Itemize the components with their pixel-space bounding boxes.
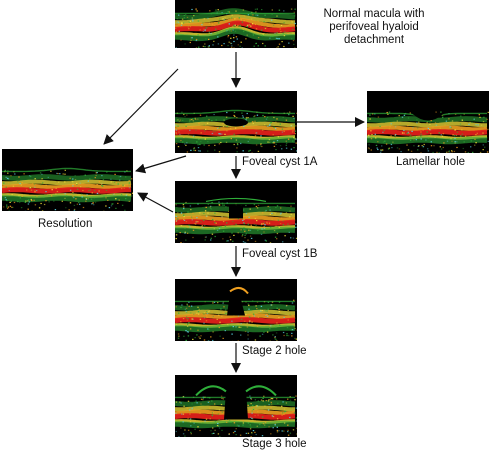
arrow-cyst-1b-to-resolution: [138, 193, 173, 212]
arrow-normal-to-resolution: [104, 69, 178, 144]
arrow-cyst-1a-to-resolution: [136, 156, 186, 171]
